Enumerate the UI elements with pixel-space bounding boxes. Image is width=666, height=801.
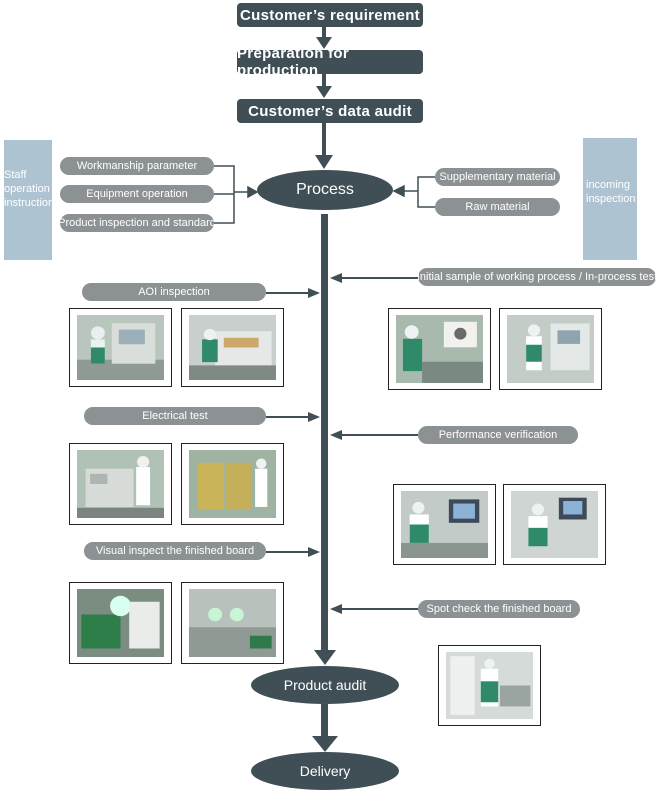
raw-material-label: Raw material [465, 201, 530, 213]
electrical-photo-1 [69, 443, 172, 525]
main-flow-line [321, 214, 328, 654]
aoi-inspection-label: AOI inspection [138, 286, 210, 298]
supplementary-material-label: Supplementary material [439, 171, 556, 183]
aoi-inspection-pill: AOI inspection [82, 283, 266, 301]
data-audit-box: Customer’s data audit [237, 99, 423, 123]
incoming-inspection-panel: incoming inspection [583, 138, 637, 260]
electrical-photo-2 [181, 443, 284, 525]
product-inspection-pill: Product inspection and standard [58, 214, 216, 232]
performance-verification-pill: Performance verification [418, 426, 578, 444]
visual-inspect-pill: Visual inspect the finished board [84, 542, 266, 560]
supplementary-material-pill: Supplementary material [435, 168, 560, 186]
equipment-operation-label: Equipment operation [86, 188, 188, 200]
process-node: Process [257, 170, 393, 210]
staff-instruction-panel: Staff operation instruction [4, 140, 54, 260]
electrical-test-pill: Electrical test [84, 407, 266, 425]
raw-material-pill: Raw material [435, 198, 560, 216]
initial-sample-pill: Initial sample of working process / In-p… [416, 268, 658, 286]
product-audit-label: Product audit [283, 677, 367, 693]
process-label: Process [296, 181, 354, 198]
preparation-label: Preparation for production [237, 45, 350, 79]
equipment-operation-pill: Equipment operation [60, 185, 214, 203]
visual-inspect-photo-2 [181, 582, 284, 664]
workmanship-parameter-pill: Workmanship parameter [60, 157, 214, 175]
initial-sample-label: Initial sample of working process / In-p… [416, 271, 658, 283]
spot-check-label: Spot check the finished board [426, 603, 572, 615]
delivery-node: Delivery [251, 752, 399, 790]
spot-check-pill: Spot check the finished board [418, 600, 580, 618]
performance-photo-1 [393, 484, 496, 565]
customer-requirement-label: Customer’s requirement [240, 6, 420, 24]
product-inspection-label: Product inspection and standard [58, 217, 216, 229]
data-audit-label: Customer’s data audit [248, 102, 412, 120]
electrical-test-label: Electrical test [142, 410, 208, 422]
delivery-label: Delivery [299, 763, 351, 779]
aoi-photo-1 [69, 308, 172, 387]
visual-inspect-label: Visual inspect the finished board [95, 545, 255, 557]
staff-instruction-label: Staff operation instruction [4, 169, 55, 209]
workmanship-parameter-label: Workmanship parameter [76, 160, 198, 172]
initial-sample-photo-1 [388, 308, 491, 390]
spot-check-photo [438, 645, 541, 726]
product-audit-node: Product audit [251, 666, 399, 704]
aoi-photo-2 [181, 308, 284, 387]
performance-verification-label: Performance verification [438, 429, 558, 441]
performance-photo-2 [503, 484, 606, 565]
incoming-inspection-label: incoming inspection [586, 179, 636, 205]
customer-requirement-box: Customer’s requirement [237, 3, 423, 27]
initial-sample-photo-2 [499, 308, 602, 390]
visual-inspect-photo-1 [69, 582, 172, 664]
preparation-box: Preparation for production [237, 45, 423, 79]
